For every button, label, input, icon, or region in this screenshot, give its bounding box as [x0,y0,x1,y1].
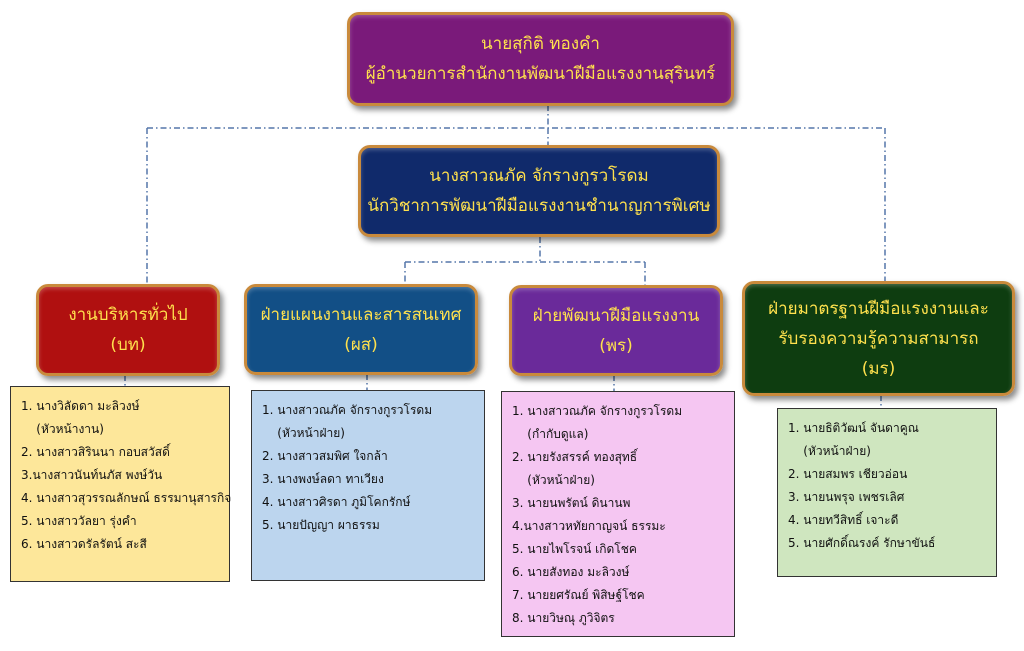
specialist-name: นางสาวณภัค จักรางกูรวโรดม [429,166,649,186]
member-item: (หัวหน้าฝ่าย) [788,444,871,458]
unit-title: ฝ่ายมาตรฐานฝีมือแรงงานและ [768,298,989,319]
member-item: 5. นายปัญญา ผาธรรม [262,518,380,532]
member-item: (กำกับดูแล) [512,427,589,441]
member-item: 3. นายนพรัตน์ ดินานพ [512,496,631,510]
unit-title-2: รับรองความรู้ความสามารถ [778,328,979,349]
member-item: 5. นายศักดิ์ณรงค์ รักษาขันธ์ [788,536,936,550]
member-item: 4. นางสาวสุวรรณลักษณ์ ธรรมานุสารกิจ [21,491,232,505]
unit-box-general-admin: งานบริหารทั่วไป (บท) [36,284,220,376]
member-item: 6. นายสังทอง มะลิวงษ์ [512,565,630,579]
specialist-title: นักวิชาการพัฒนาฝีมือแรงงานชำนาญการพิเศษ [367,196,711,216]
member-item: 4.นางสาวหทัยกาญจน์ ธรรมะ [512,519,666,533]
unit-title: ฝ่ายพัฒนาฝีมือแรงงาน [532,305,700,326]
member-list-standards: 1. นายธิติวัฒน์ จันดาคูณ (หัวหน้าฝ่าย) 2.… [777,408,997,577]
member-item: 3. นางพงษ์ลดา ทาเวียง [262,472,384,486]
unit-box-planning-it: ฝ่ายแผนงานและสารสนเทศ (ผส) [244,284,478,375]
member-item: 6. นางสาวดรัลรัตน์ สะสี [21,537,147,551]
member-item: 1. นางวิลัดดา มะลิวงษ์ [21,399,140,413]
member-item: 3. นายนพรุจ เพชรเลิศ [788,490,905,504]
member-list-planning-it: 1. นางสาวณภัค จักรางกูรวโรดม (หัวหน้าฝ่า… [251,390,485,581]
member-item: (หัวหน้าฝ่าย) [262,426,345,440]
unit-code: (มร) [861,358,896,379]
director-title: ผู้อำนวยการสำนักงานพัฒนาฝีมือแรงงานสุริน… [365,64,716,84]
member-item: 2. นายรังสรรค์ ทองสุทธิ์ [512,450,638,464]
director-box: นายสุกิติ ทองคำ ผู้อำนวยการสำนักงานพัฒนา… [347,12,734,106]
unit-box-standards: ฝ่ายมาตรฐานฝีมือแรงงานและ รับรองความรู้ค… [742,281,1015,396]
member-item: 5. นายไพโรจน์ เกิดโชค [512,542,637,556]
unit-title: ฝ่ายแผนงานและสารสนเทศ [260,304,462,325]
unit-code: (บท) [110,335,146,355]
member-item: 8. นายวิษณุ ภูวิจิตร [512,611,615,625]
unit-box-skill-development: ฝ่ายพัฒนาฝีมือแรงงาน (พร) [509,285,723,376]
member-item: 1. นางสาวณภัค จักรางกูรวโรดม [262,403,433,417]
member-item: 1. นายธิติวัฒน์ จันดาคูณ [788,421,919,435]
specialist-box: นางสาวณภัค จักรางกูรวโรดม นักวิชาการพัฒน… [358,145,720,237]
member-item: 2. นางสาวสิรินนา กอบสวัสดิ์ [21,445,170,459]
director-name: นายสุกิติ ทองคำ [481,34,600,54]
member-item: 3.นางสาวนันท์นภัส พงษ์วัน [21,468,163,482]
member-item: 1. นางสาวณภัค จักรางกูรวโรดม [512,404,683,418]
member-item: (หัวหน้าฝ่าย) [512,473,595,487]
member-item: 4. นายทวีสิทธิ์ เจาะดี [788,513,899,527]
member-item: 2. นายสมพร เชียวอ่อน [788,467,908,481]
member-list-skill-development: 1. นางสาวณภัค จักรางกูรวโรดม (กำกับดูแล)… [501,391,735,637]
unit-title: งานบริหารทั่วไป [68,305,188,325]
member-item: 5. นางสาววัลยา รุ่งคำ [21,514,137,528]
member-item: 2. นางสาวสมพิศ ใจกล้า [262,449,388,463]
member-item: 7. นายยศรัณย์ พิสิษฐ์โชค [512,588,645,602]
unit-code: (พร) [599,335,633,356]
member-item: 4. นางสาวศิรดา ภูมิโคกรักษ์ [262,495,411,509]
member-list-general-admin: 1. นางวิลัดดา มะลิวงษ์ (หัวหน้างาน) 2. นา… [10,386,232,582]
unit-code: (ผส) [344,334,378,355]
member-item: (หัวหน้างาน) [21,422,104,436]
